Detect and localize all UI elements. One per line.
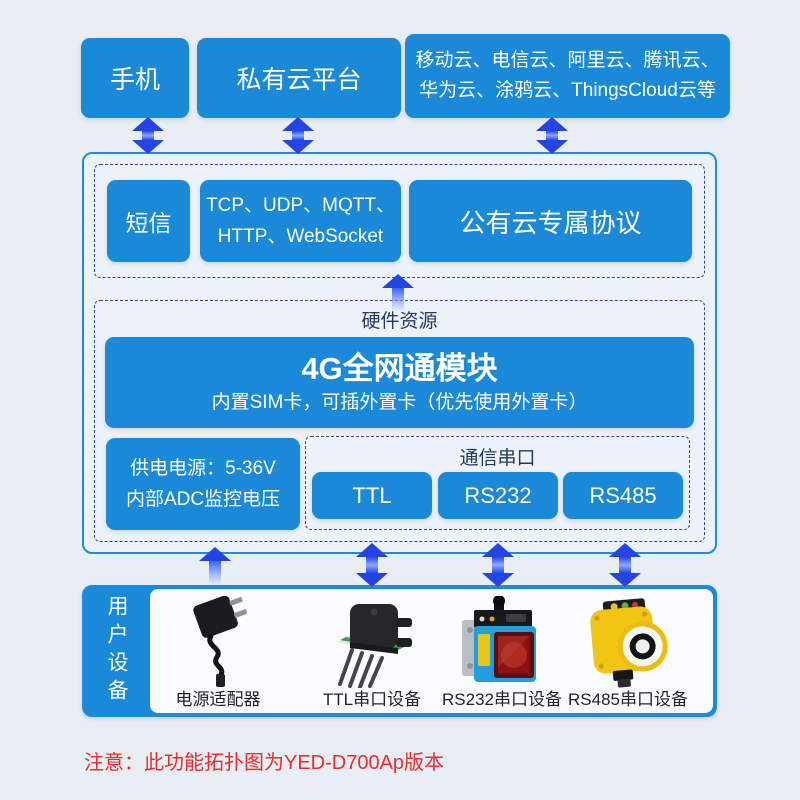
power-adapter-icon	[193, 596, 248, 687]
net-protocols-box: TCP、UDP、MQTT、 HTTP、WebSocket	[200, 180, 401, 262]
user-devices-sidebar-label: 用户设备	[105, 595, 128, 707]
rs485-sensor-icon	[590, 598, 668, 688]
device-label: RS485串口设备	[568, 690, 688, 709]
device-power-adapter: 电源适配器	[148, 592, 288, 710]
arrow-phone-module-icon	[132, 117, 164, 154]
arrow-power-adapter-icon	[199, 547, 231, 585]
private-cloud-box: 私有云平台	[197, 38, 401, 118]
public-clouds-line2: 华为云、涂鸦云、ThingsCloud云等	[419, 80, 716, 101]
device-label: 电源适配器	[175, 690, 261, 709]
net-protocols-line2: HTTP、WebSocket	[217, 226, 384, 247]
ttl-port-box: TTL	[312, 472, 432, 519]
module-4g-subtitle: 内置SIM卡，可插外置卡（优先使用外置卡）	[211, 391, 588, 413]
hardware-section-title: 硬件资源	[361, 311, 438, 332]
arrow-publicclouds-module-icon	[536, 117, 568, 154]
phone-box: 手机	[81, 38, 189, 118]
net-protocols-line1: TCP、UDP、MQTT、	[206, 195, 395, 216]
arrow-ttl-device-icon	[356, 543, 388, 587]
ttl-sensor-icon	[338, 604, 412, 688]
sms-box: 短信	[107, 180, 190, 262]
serial-port-section	[305, 436, 690, 530]
arrow-rs232-device-icon	[482, 543, 514, 587]
module-4g-title: 4G全网通模块	[301, 350, 498, 386]
arrow-privatecloud-module-icon	[282, 117, 314, 154]
module-4g-box: 4G全网通模块 内置SIM卡，可插外置卡（优先使用外置卡）	[105, 337, 694, 428]
rs232-port-box: RS232	[438, 472, 558, 519]
power-supply-line1: 供电电源：5-36V	[130, 458, 276, 479]
device-ttl-sensor: TTL串口设备	[302, 592, 442, 710]
arrow-rs485-device-icon	[609, 543, 641, 587]
public-clouds-box: 移动云、电信云、阿里云、腾讯云、 华为云、涂鸦云、ThingsCloud云等	[405, 34, 730, 118]
device-label: TTL串口设备	[322, 690, 422, 709]
power-supply-line2: 内部ADC监控电压	[125, 489, 281, 510]
rs485-port-box: RS485	[563, 472, 683, 519]
rs232-sensor-icon	[462, 596, 536, 682]
power-supply-box: 供电电源：5-36V 内部ADC监控电压	[106, 438, 300, 530]
serial-port-title: 通信串口	[459, 448, 536, 469]
public-cloud-protocol-box: 公有云专属协议	[409, 180, 692, 262]
device-label: RS232串口设备	[442, 690, 562, 709]
arrow-hardware-protocol-icon	[382, 274, 414, 312]
device-rs232-sensor: RS232串口设备	[432, 592, 572, 710]
device-rs485-sensor: RS485串口设备	[558, 592, 698, 710]
public-clouds-line1: 移动云、电信云、阿里云、腾讯云、	[415, 50, 720, 71]
version-note: 注意：此功能拓扑图为YED-D700Ap版本	[84, 752, 445, 774]
